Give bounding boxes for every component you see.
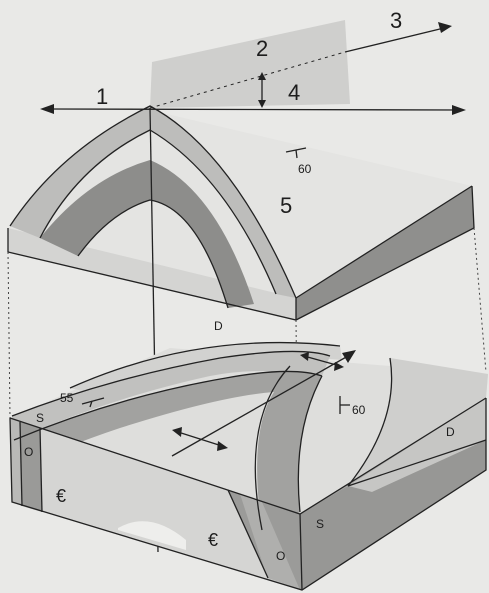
right-face-dark-region — [300, 440, 486, 590]
dip-label-right: 60 — [352, 403, 366, 417]
projection-left — [7, 251, 11, 419]
dip-tick-left — [89, 400, 93, 408]
label-4: 4 — [288, 80, 300, 105]
front-right-s-region — [240, 494, 300, 590]
projection-right — [473, 227, 487, 373]
label-5: 5 — [280, 193, 292, 218]
contact-line-1 — [11, 350, 331, 417]
axial-plane — [150, 20, 350, 108]
limb-arrow-right — [217, 441, 228, 451]
width-arrow-right — [334, 362, 344, 371]
right-face-light-region — [348, 398, 486, 492]
plunge-arrow-head — [438, 22, 452, 33]
right-face-contact — [347, 439, 487, 487]
front-o-strip — [20, 422, 42, 512]
label-cambrian-left: € — [56, 486, 66, 506]
limb-arrow-left — [172, 427, 182, 437]
label-cambrian-mid: € — [208, 530, 218, 550]
lower-block-front-face — [10, 418, 302, 590]
width-double-arrow — [303, 355, 341, 367]
contact-line-hinge — [297, 375, 323, 513]
angle-head-bottom — [258, 100, 266, 108]
unit-d-right-region — [348, 358, 488, 486]
angle-head-top — [258, 72, 266, 80]
horizontal-reference-line — [49, 108, 461, 111]
fold-inner-light-band — [10, 106, 296, 298]
dip-label-top: 60 — [298, 162, 312, 176]
arrow-left-head — [40, 104, 54, 114]
axial-trace-arrow-head — [342, 350, 356, 363]
limb-double-arrow — [177, 431, 223, 447]
contact-line-inner — [254, 365, 291, 531]
label-unit-d-top: D — [214, 319, 223, 333]
plunge-dashed-line — [149, 51, 346, 109]
dip-tick-top — [295, 149, 298, 159]
fold-outline-inner — [77, 199, 229, 309]
plunge-arrow-line — [344, 27, 445, 53]
upper-block-right-top-edge — [295, 185, 473, 299]
upper-block-right-face — [296, 186, 474, 320]
arrow-right-head — [452, 105, 466, 115]
strike-dip-symbol-left — [81, 397, 105, 405]
label-unit-d-right: D — [446, 425, 455, 439]
fold-outline-outer — [9, 105, 297, 299]
fold-dark-band — [40, 160, 254, 308]
front-contact-3 — [227, 489, 269, 579]
front-contact-2 — [39, 427, 43, 513]
label-unit-o-left: O — [24, 445, 33, 459]
label-unit-s-left: S — [36, 411, 44, 425]
unit-s-band — [12, 351, 330, 440]
contact-line-d — [69, 341, 341, 389]
label-2: 2 — [256, 36, 268, 61]
front-contact-1 — [19, 421, 23, 507]
contact-line-right — [347, 357, 393, 487]
front-core-arc — [118, 521, 186, 550]
lower-block-corner-edge — [299, 513, 303, 591]
label-3: 3 — [390, 8, 402, 33]
label-1: 1 — [96, 84, 108, 109]
front-s-strip — [10, 418, 22, 506]
label-unit-s-front: S — [316, 517, 324, 531]
width-arrow-left — [300, 352, 309, 361]
dip-label-left: 55 — [60, 391, 74, 405]
label-unit-o-front: O — [276, 549, 285, 563]
contact-line-2 — [13, 370, 323, 441]
